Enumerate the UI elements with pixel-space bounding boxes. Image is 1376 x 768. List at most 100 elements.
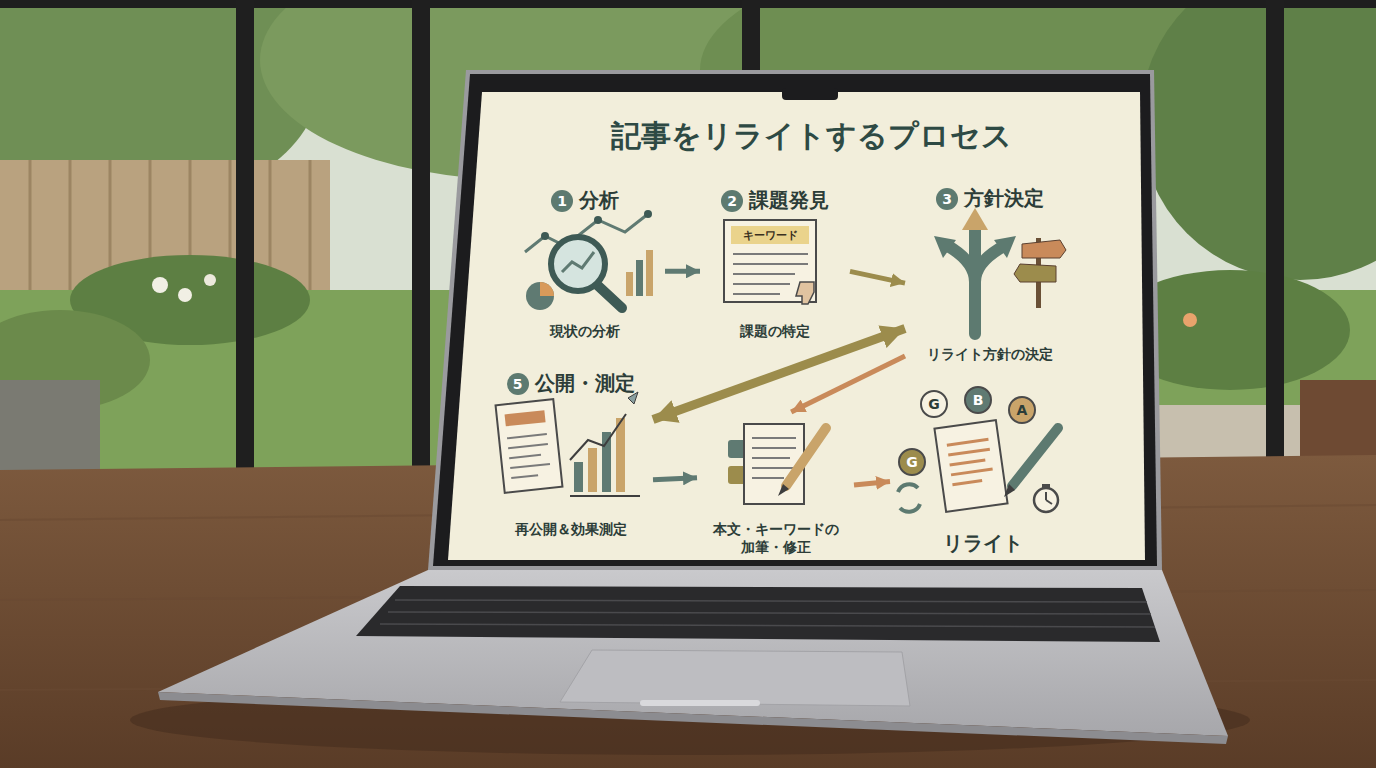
step-heading: 公開・測定 — [535, 370, 635, 397]
analysis-icon-part — [541, 232, 549, 240]
laptop-part — [380, 600, 1155, 627]
callout-number: 3 — [936, 188, 958, 210]
icon-letter: G — [928, 396, 940, 412]
icon-letter: A — [1017, 402, 1028, 418]
rewrite-icon-part — [1034, 488, 1058, 512]
direction-icon-part — [934, 236, 956, 258]
publish-icon-part — [505, 410, 546, 426]
laptop-part — [640, 700, 760, 706]
callout-number: 1 — [551, 190, 573, 212]
document-icon-part — [796, 282, 814, 304]
direction-icon-part — [962, 208, 988, 230]
edit-icon-part — [752, 438, 796, 478]
laptop — [158, 70, 1228, 744]
step-label: 再公開＆効果測定 — [515, 520, 627, 538]
edit-icon — [728, 424, 826, 504]
rewrite-icon-part — [899, 449, 925, 475]
step-label: リライト — [943, 530, 1023, 556]
callout-number: 2 — [721, 190, 743, 212]
rewrite-icon-part — [1009, 397, 1035, 423]
document-icon-part — [731, 226, 809, 244]
direction-icon-part — [1014, 264, 1056, 282]
process-step: 1 分析現状の分析 — [505, 185, 665, 342]
rewrite-icon-part — [1012, 428, 1058, 486]
laptop-part — [428, 70, 1162, 570]
analysis-icon-part — [636, 260, 643, 296]
laptop-part — [560, 650, 910, 706]
diagram-title: 記事をリライトするプロセス — [482, 116, 1140, 157]
publish-icon — [496, 392, 640, 496]
edit-icon-part — [744, 424, 804, 504]
publish-icon-part — [570, 414, 626, 460]
flow-arrow — [854, 482, 890, 486]
garden-background-part — [178, 288, 192, 302]
analysis-icon-part — [646, 250, 653, 296]
process-step: 5 公開・測定再公開＆効果測定 — [488, 368, 653, 540]
window-frames-part — [0, 0, 1376, 8]
analysis-icon — [525, 210, 653, 310]
direction-icon — [934, 208, 1066, 334]
rewrite-icon-part — [1042, 484, 1050, 488]
step-label: 本文・キーワードの 加筆・修正 — [701, 520, 850, 556]
step-heading-row: 1 分析 — [551, 187, 619, 214]
publish-icon-part — [588, 448, 597, 492]
rewrite-icon-part — [1046, 492, 1052, 504]
analysis-icon-part — [526, 282, 554, 310]
laptop-part — [158, 692, 1228, 744]
callout-number: 5 — [507, 373, 529, 395]
window-frames-part — [742, 0, 760, 80]
analysis-icon-part — [594, 216, 602, 224]
flow-arrow — [791, 356, 905, 412]
rewrite-icon-part — [934, 420, 1007, 512]
publish-icon-part — [570, 495, 640, 497]
rewrite-icon — [898, 387, 1058, 512]
step-label: 課題の特定 — [740, 322, 810, 340]
step-heading: 分析 — [579, 187, 619, 214]
analysis-icon-part — [626, 272, 633, 296]
step-label: リライト方針の決定 — [927, 345, 1053, 363]
analysis-icon-part — [551, 237, 605, 291]
document-icon — [724, 220, 816, 304]
laptop-part — [782, 88, 838, 100]
window-frames-part — [412, 0, 430, 500]
analysis-icon-part — [540, 282, 554, 296]
direction-icon-part — [1022, 240, 1066, 258]
garden-background-part — [152, 277, 168, 293]
laptop-part — [448, 92, 1145, 560]
rewrite-icon-part — [965, 387, 991, 413]
flow-arrow — [653, 478, 697, 480]
flow-arrow — [850, 271, 905, 283]
edit-icon-part — [778, 484, 789, 496]
step-heading-row: 3方針決定 — [936, 185, 1044, 212]
icon-letter: G — [906, 454, 918, 470]
analysis-icon-part — [562, 252, 594, 272]
rewrite-icon-part — [898, 484, 920, 512]
step-heading-row: 2 課題発見 — [721, 187, 829, 214]
document-icon-part — [733, 254, 808, 294]
laptop-part — [433, 74, 1157, 566]
flow-arrow — [653, 329, 905, 420]
icon-letter: B — [973, 392, 984, 408]
step-label: 現状の分析 — [550, 322, 620, 340]
process-step: リライト — [890, 388, 1075, 558]
rewrite-icon-part — [921, 391, 947, 417]
garden-background-part — [1183, 313, 1197, 327]
process-step: 3方針決定リライト方針の決定 — [905, 183, 1075, 365]
process-step: 2 課題発見課題の特定 — [700, 185, 850, 342]
edit-icon-part — [786, 428, 826, 486]
process-step: 本文・キーワードの 加筆・修正 — [697, 412, 854, 558]
laptop-part — [356, 586, 1160, 642]
step-heading: 課題発見 — [749, 187, 829, 214]
publish-icon-part — [616, 418, 625, 492]
icon-label: キーワード — [743, 228, 798, 243]
publish-icon-part — [496, 399, 563, 493]
direction-icon-part — [994, 236, 1016, 258]
laptop-part — [158, 570, 1228, 736]
publish-icon-part — [574, 462, 583, 492]
garden-background-part — [1140, 0, 1376, 280]
rewrite-icon-part — [1004, 484, 1015, 497]
